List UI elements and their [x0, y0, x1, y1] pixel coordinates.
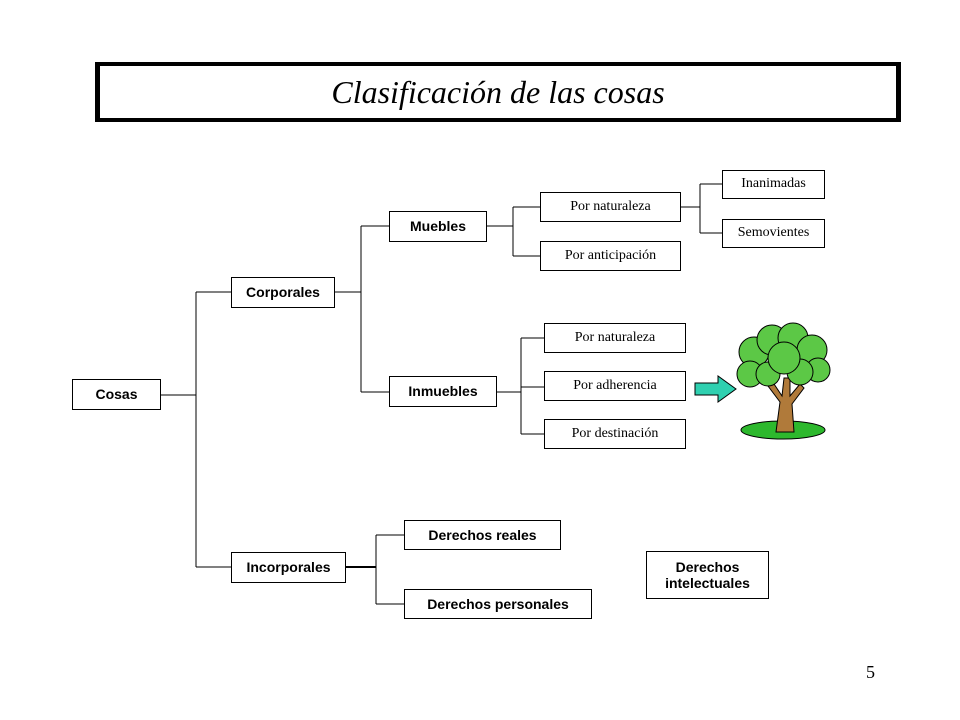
node-label: Por naturaleza — [574, 329, 656, 345]
node-label: Incorporales — [246, 559, 331, 576]
node-label: Corporales — [246, 284, 320, 301]
node-incorporales: Incorporales — [231, 552, 346, 583]
arrow-right-icon — [694, 375, 737, 403]
node-derechos-personales: Derechos personales — [404, 589, 592, 619]
page-title: Clasificación de las cosas — [95, 62, 901, 122]
node-corporales: Corporales — [231, 277, 335, 308]
node-inanimadas: Inanimadas — [722, 170, 825, 199]
node-label: Por adherencia — [573, 377, 657, 393]
node-semovientes: Semovientes — [722, 219, 825, 248]
node-por-anticipacion: Por anticipación — [540, 241, 681, 271]
node-label: Por naturaleza — [570, 198, 651, 214]
node-label: Por destinación — [571, 425, 659, 441]
node-label: Por anticipación — [564, 247, 657, 263]
node-por-adherencia: Por adherencia — [544, 371, 686, 401]
node-label: Semovientes — [737, 225, 810, 241]
node-label: Derechos reales — [428, 526, 537, 543]
node-label: Inanimadas — [741, 176, 806, 192]
node-label: Muebles — [409, 218, 466, 235]
node-derechos-intelectuales: Derechos intelectuales — [646, 551, 769, 599]
title-text: Clasificación de las cosas — [331, 73, 665, 110]
node-label: Derechos personales — [427, 595, 569, 612]
node-derechos-reales: Derechos reales — [404, 520, 561, 550]
tree-icon — [736, 322, 831, 440]
node-muebles-por-naturaleza: Por naturaleza — [540, 192, 681, 222]
node-cosas: Cosas — [72, 379, 161, 410]
node-inmuebles-por-naturaleza: Por naturaleza — [544, 323, 686, 353]
node-inmuebles: Inmuebles — [389, 376, 497, 407]
node-muebles: Muebles — [389, 211, 487, 242]
node-label: Cosas — [95, 386, 138, 403]
node-por-destinacion: Por destinación — [544, 419, 686, 449]
page-number: 5 — [866, 662, 875, 682]
node-label: Inmuebles — [408, 383, 478, 400]
node-label: Derechos intelectuales — [665, 558, 750, 591]
